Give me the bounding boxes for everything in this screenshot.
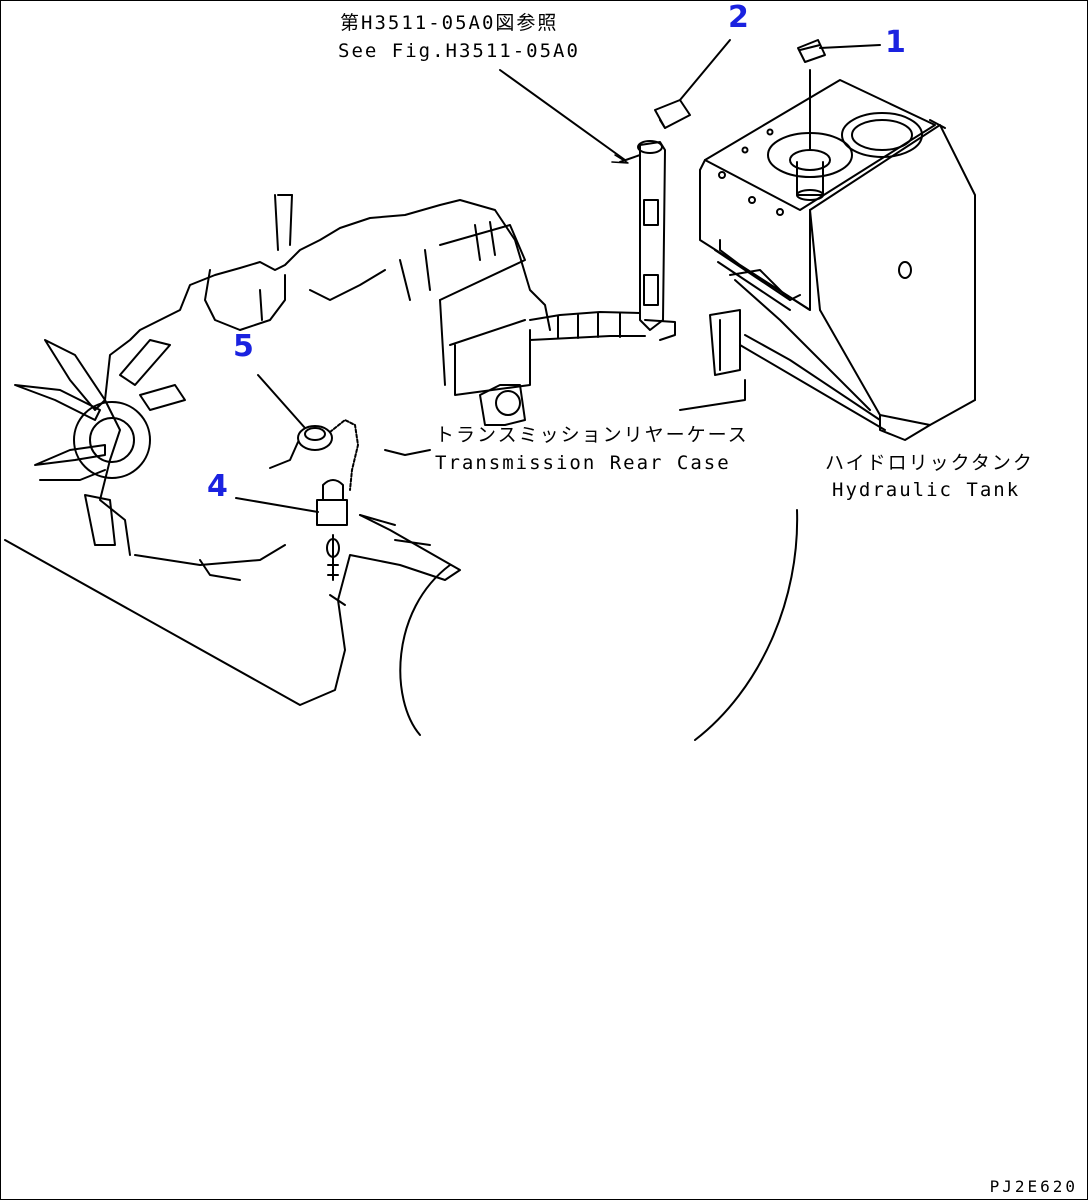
leader-5 xyxy=(257,374,306,429)
callout-2: 2 xyxy=(728,0,749,35)
swing-arc-right xyxy=(694,509,799,741)
leader-2 xyxy=(679,39,731,101)
item-4-part xyxy=(316,479,348,581)
transmission-leader xyxy=(384,449,431,456)
swing-arc xyxy=(399,564,451,736)
transmission-label-jp: トランスミッションリヤーケース xyxy=(435,424,749,446)
transmission-label-en: Transmission Rear Case xyxy=(435,452,731,474)
callout-5: 5 xyxy=(233,329,254,364)
leader-4 xyxy=(235,497,319,513)
reference-leader xyxy=(499,69,626,161)
engine-outline xyxy=(4,194,551,706)
drawing-code: PJ2E620 xyxy=(989,1177,1078,1196)
hydraulic-tank xyxy=(679,69,976,441)
tank-label-en: Hydraulic Tank xyxy=(832,479,1021,501)
filler-tube xyxy=(529,140,676,341)
fan-blades xyxy=(14,339,186,546)
callout-1: 1 xyxy=(885,25,906,60)
item-1-part xyxy=(797,39,826,63)
leader-1 xyxy=(819,44,881,49)
item-2-part xyxy=(654,99,691,129)
reference-note-jp: 第H3511-05A0図参照 xyxy=(340,12,559,34)
callout-4: 4 xyxy=(207,469,228,504)
item-5-part xyxy=(269,419,359,491)
tank-label-jp: ハイドロリックタンク xyxy=(825,452,1034,474)
reference-note-en: See Fig.H3511-05A0 xyxy=(338,40,580,62)
